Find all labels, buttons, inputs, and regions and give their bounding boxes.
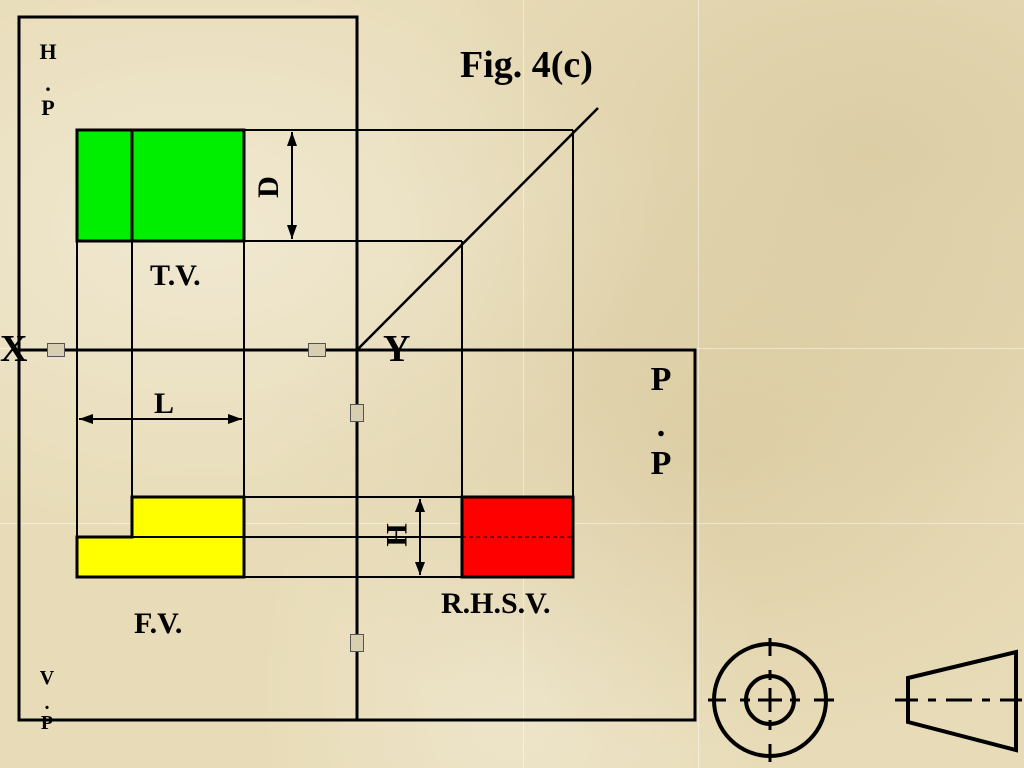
dimension-d-arrow-bottom [287,225,297,239]
top-view-shape [75,128,246,243]
top-view-label: T.V. [150,259,201,292]
placeholder-marker [350,634,364,652]
dimension-l-arrow-right [228,414,242,424]
placeholder-marker [308,343,326,357]
front-view-label: F.V. [134,607,183,640]
hp-vp-frame [17,15,359,722]
first-angle-projection-symbol [708,638,1022,762]
miter-line [356,107,599,351]
dimension-l-arrow-left [79,414,93,424]
placeholder-marker [350,404,364,422]
pp-label: P . P [646,362,676,482]
vp-label-p: P [40,712,54,734]
figure-title: Fig. 4(c) [460,44,593,86]
vp-label: V . P [36,668,58,734]
pp-label-p1: P [650,361,672,398]
dimension-l-label: L [154,387,175,420]
pp-label-p2: P [650,445,672,483]
placeholder-marker [47,343,65,357]
dimension-d-label: D [251,176,285,198]
vp-label-v: V [39,667,55,689]
hp-label-dot: . [45,71,51,97]
side-view-label: R.H.S.V. [441,587,551,620]
vp-label-dot: . [44,692,50,714]
hp-label-h: H [39,39,57,64]
x-label: X [0,328,28,370]
dimension-h-arrow-bottom [415,562,425,575]
dimension-h-arrow-top [415,499,425,512]
dimension-d-arrow-top [287,132,297,146]
dimension-h-label: H [380,523,414,547]
hp-label: H . P [36,40,60,119]
y-label: Y [383,328,411,370]
hp-label-p: P [41,95,55,121]
pp-label-dot: . [656,406,666,444]
